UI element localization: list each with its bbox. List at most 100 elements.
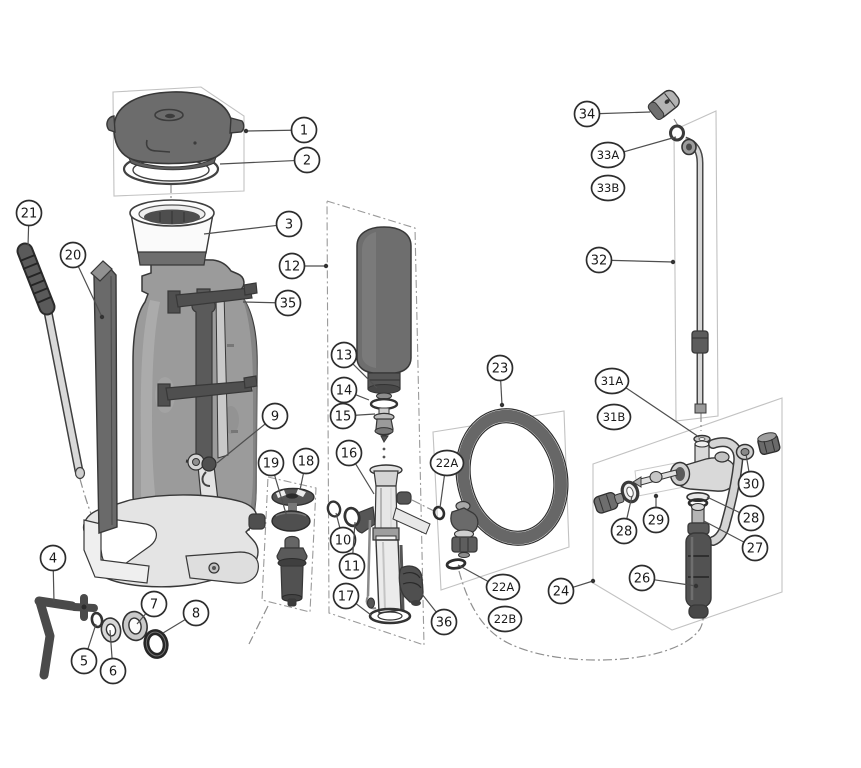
callout-label: 22A <box>492 580 515 594</box>
callout-3: 3 <box>203 210 303 238</box>
callout-label: 15 <box>335 410 352 425</box>
callout-18: 18 <box>292 447 320 491</box>
callout-bubble <box>140 590 168 618</box>
leader-dot <box>693 583 699 589</box>
callout-35: 35 <box>242 289 302 317</box>
callout-bubble <box>594 367 630 395</box>
leader-dot <box>243 128 249 134</box>
callout-label: 6 <box>109 665 117 680</box>
leader-line <box>299 473 305 491</box>
callout-28: 28 <box>706 496 765 532</box>
callout-21: 21 <box>15 199 43 247</box>
callout-label: 19 <box>263 457 280 472</box>
callout-label: 27 <box>747 542 764 557</box>
callout-bubble <box>737 470 765 498</box>
check-valve <box>373 407 395 459</box>
leader-line <box>352 521 356 554</box>
leader-line <box>703 520 745 543</box>
callout-bubble <box>485 573 521 601</box>
leader-line <box>352 363 378 389</box>
callout-label: 13 <box>336 349 353 364</box>
nozzle-tip <box>647 89 680 121</box>
trigger-lever <box>708 437 744 546</box>
callout-layer: 123212012351314151691819101117456783433A… <box>15 100 769 685</box>
leader-line <box>242 301 276 304</box>
callout-bubble <box>628 564 656 592</box>
hose-to-grip-centerline <box>458 570 704 661</box>
valve-body <box>669 440 736 492</box>
callout-label: 32 <box>591 254 608 269</box>
callout-24: 24 <box>547 577 596 605</box>
callout-34: 34 <box>573 100 651 128</box>
callout-11: 11 <box>338 521 366 580</box>
leader-line <box>625 387 700 438</box>
cap-nut <box>757 432 781 456</box>
leader-dot <box>323 263 329 269</box>
callout-9: 9 <box>216 402 289 464</box>
leader-line <box>706 496 740 514</box>
leader-line <box>439 475 446 509</box>
leader-line <box>136 613 147 625</box>
callout-23: 23 <box>486 354 514 408</box>
callout-bubble <box>487 605 523 633</box>
callout-bubble <box>274 289 302 317</box>
leader-line <box>500 380 503 406</box>
callout-label: 31B <box>603 410 626 424</box>
callout-17: 17 <box>332 582 372 616</box>
callout-14: 14 <box>330 376 370 404</box>
tank-base <box>83 494 266 588</box>
piston-box <box>261 476 317 613</box>
callout-bubble <box>335 439 363 467</box>
leader-line <box>355 413 376 416</box>
trigger-panel <box>592 397 783 631</box>
callout-31B: 31B <box>596 403 632 431</box>
callout-label: 11 <box>344 560 361 575</box>
tank-clamp-lower <box>157 375 258 407</box>
callout-2: 2 <box>219 146 321 174</box>
leader-line <box>219 159 295 165</box>
callout-bubble <box>99 657 127 685</box>
callout-label: 12 <box>284 260 301 275</box>
leader-line <box>354 463 375 495</box>
crank-seal-kit <box>90 610 169 659</box>
callout-bubble <box>329 526 357 554</box>
callout-label: 17 <box>338 590 355 605</box>
callout-16: 16 <box>335 439 375 495</box>
leader-line <box>273 474 288 518</box>
callout-26: 26 <box>628 564 699 592</box>
spray-lance <box>683 136 709 414</box>
leader-line <box>87 623 97 650</box>
callout-7: 7 <box>136 590 168 625</box>
callout-4: 4 <box>39 544 67 603</box>
lid-panel <box>112 86 245 197</box>
callout-bubble <box>590 141 626 169</box>
callout-label: 22A <box>436 456 459 470</box>
valve-stem <box>690 502 706 524</box>
leader-line <box>52 570 55 603</box>
callout-label: 35 <box>280 297 297 312</box>
callout-label: 2 <box>303 154 311 169</box>
callout-22A: 22A <box>429 449 465 509</box>
callout-bubble <box>15 199 43 227</box>
leader-line <box>335 512 341 529</box>
leader-dot <box>99 314 105 320</box>
air-chamber-bottle <box>356 226 412 400</box>
pivot-bolt <box>185 453 217 487</box>
hand-grip <box>685 522 712 619</box>
trigger-valve-assembly <box>593 432 781 619</box>
nozzle-centerline <box>673 118 681 130</box>
pump-cylinder <box>365 519 412 625</box>
tank-collar <box>129 199 215 266</box>
callout-12: 12 <box>278 252 329 280</box>
callout-31A: 31A <box>594 367 700 438</box>
callout-label: 34 <box>579 108 596 123</box>
leader-line <box>599 111 651 115</box>
leader-line <box>623 136 677 153</box>
leader-line <box>417 588 437 613</box>
callout-bubble <box>547 577 575 605</box>
chamber-oring <box>369 398 399 411</box>
callout-label: 4 <box>49 552 57 567</box>
callout-bubble <box>261 402 289 430</box>
pump-orings <box>326 500 361 528</box>
